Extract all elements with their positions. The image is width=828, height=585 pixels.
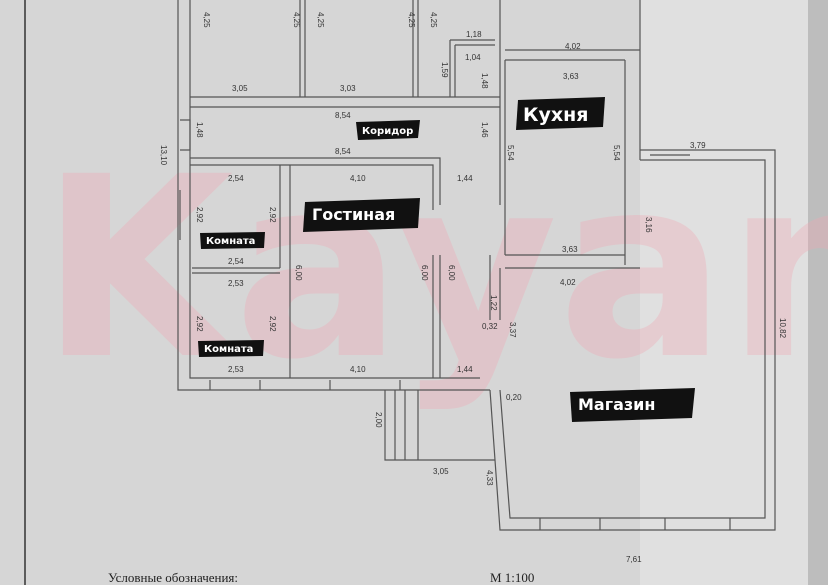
dim: 1,22 [489,295,498,311]
paper-light-area [640,0,828,585]
dim: 3,79 [690,141,706,150]
dim: 0,20 [506,393,522,402]
dim: 8,54 [335,147,351,156]
room-label-kitchen: Кухня [523,104,589,126]
dim: 2,00 [374,412,383,428]
dim: 5,54 [612,145,621,161]
dim: 3,37 [508,322,517,338]
dim: 2,53 [228,365,244,374]
dim: 4,25 [316,12,325,28]
dim: 6,00 [294,265,303,281]
label-brush [303,198,420,232]
dim: 1,46 [480,122,489,138]
room-label-corridor: Коридор [362,126,413,137]
dim: 3,05 [232,84,248,93]
label-brush [200,232,265,249]
dim: 0,32 [482,322,498,331]
dim: 3,63 [563,72,579,81]
dim: 1,48 [480,73,489,89]
dim: 2,53 [228,279,244,288]
legend-title: Условные обозначения: [108,570,238,585]
dim: 8,54 [335,111,351,120]
dim: 13,10 [159,145,168,166]
dim: 4,10 [350,365,366,374]
dim: 2,92 [268,207,277,223]
dim: 1,04 [465,53,481,62]
dim: 4,25 [292,12,301,28]
room-labels: Коридор Кухня Гостиная Комната Комната М… [198,97,695,422]
dim: 2,92 [268,316,277,332]
dim: 1,48 [195,122,204,138]
dim: 5,54 [506,145,515,161]
dim: 2,54 [228,257,244,266]
dim: 3,03 [340,84,356,93]
watermark: Kayan [40,123,828,414]
dim: 4,25 [407,12,416,28]
dim: 1,18 [466,30,482,39]
dim: 1,44 [457,365,473,374]
dim: 6,00 [447,265,456,281]
room-label-room-2: Комната [204,344,253,355]
paper-edge [808,0,828,585]
dim: 4,25 [202,12,211,28]
dim: 4,02 [560,278,576,287]
dim: 3,16 [644,217,653,233]
scale-label: М 1:100 [490,570,534,585]
room-label-shop: Магазин [578,395,655,414]
dim: 3,63 [562,245,578,254]
dim: 3,05 [433,467,449,476]
room-label-room-1: Комната [206,236,255,247]
dim: 4,33 [485,470,494,486]
label-brush [356,120,420,140]
label-brush [198,340,264,357]
dim: 2,92 [195,207,204,223]
dim: 4,25 [429,12,438,28]
dim: 7,61 [626,555,642,564]
dim: 10,82 [778,318,787,339]
dim: 2,54 [228,174,244,183]
dim: 4,10 [350,174,366,183]
room-label-living-room: Гостиная [312,205,395,224]
label-brush [516,97,605,130]
dimension-labels: 4,25 4,25 4,25 4,25 4,25 3,05 3,03 1,18 … [159,12,787,564]
dim: 1,44 [457,174,473,183]
dim: 1,59 [440,62,449,78]
dim: 4,02 [565,42,581,51]
dim: 2,92 [195,316,204,332]
walls [177,0,776,531]
dim: 6,00 [420,265,429,281]
label-brush [570,388,695,422]
